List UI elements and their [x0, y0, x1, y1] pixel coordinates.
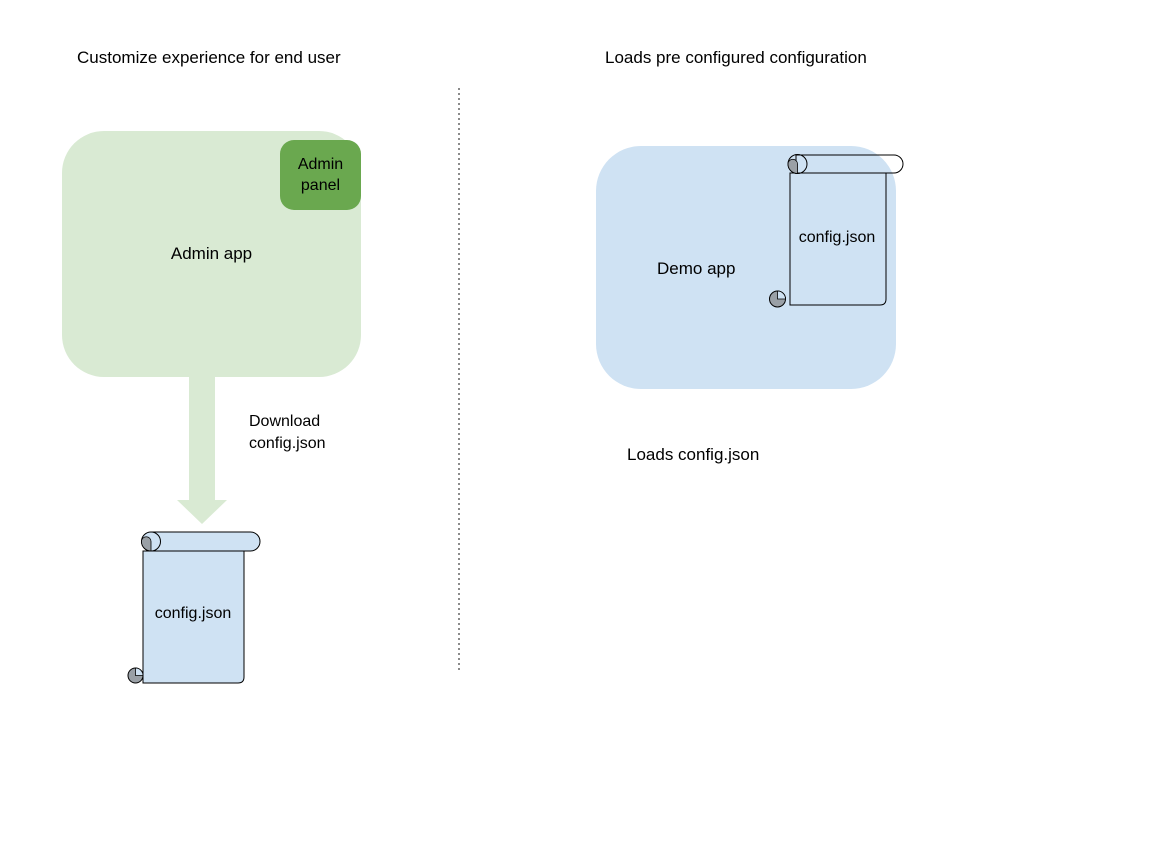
- scroll-band: [150, 531, 261, 552]
- right-section-heading: Loads pre configured configuration: [605, 48, 867, 67]
- config-json-scroll-outline-icon: config.json: [769, 154, 904, 308]
- config-json-scroll-icon: config.json: [127, 531, 261, 684]
- scroll-band: [795, 154, 904, 174]
- scroll-body: [142, 550, 245, 684]
- config-json-label: config.json: [155, 605, 232, 622]
- config-json-label: config.json: [799, 229, 876, 246]
- demo-app-box: [596, 146, 896, 389]
- admin-panel-label: Admin panel: [297, 156, 344, 194]
- scroll-body: [789, 172, 887, 306]
- admin-panel-box: Admin panel: [280, 140, 361, 210]
- loads-config-caption: Loads config.json: [627, 445, 760, 464]
- scroll-top-curl-shade: [787, 158, 798, 174]
- admin-app-label: Admin app: [170, 244, 253, 263]
- download-config-label: Download config.json: [249, 413, 326, 452]
- scroll-bottom-curl-notch: [135, 667, 144, 676]
- left-section-heading: Customize experience for end user: [77, 48, 341, 67]
- demo-app-label: Demo app: [657, 259, 736, 278]
- scroll-bottom-curl-notch: [777, 290, 786, 300]
- dotted-divider: [458, 88, 460, 670]
- scroll-top-curl-shade: [141, 536, 152, 552]
- download-arrow-icon: [177, 377, 227, 524]
